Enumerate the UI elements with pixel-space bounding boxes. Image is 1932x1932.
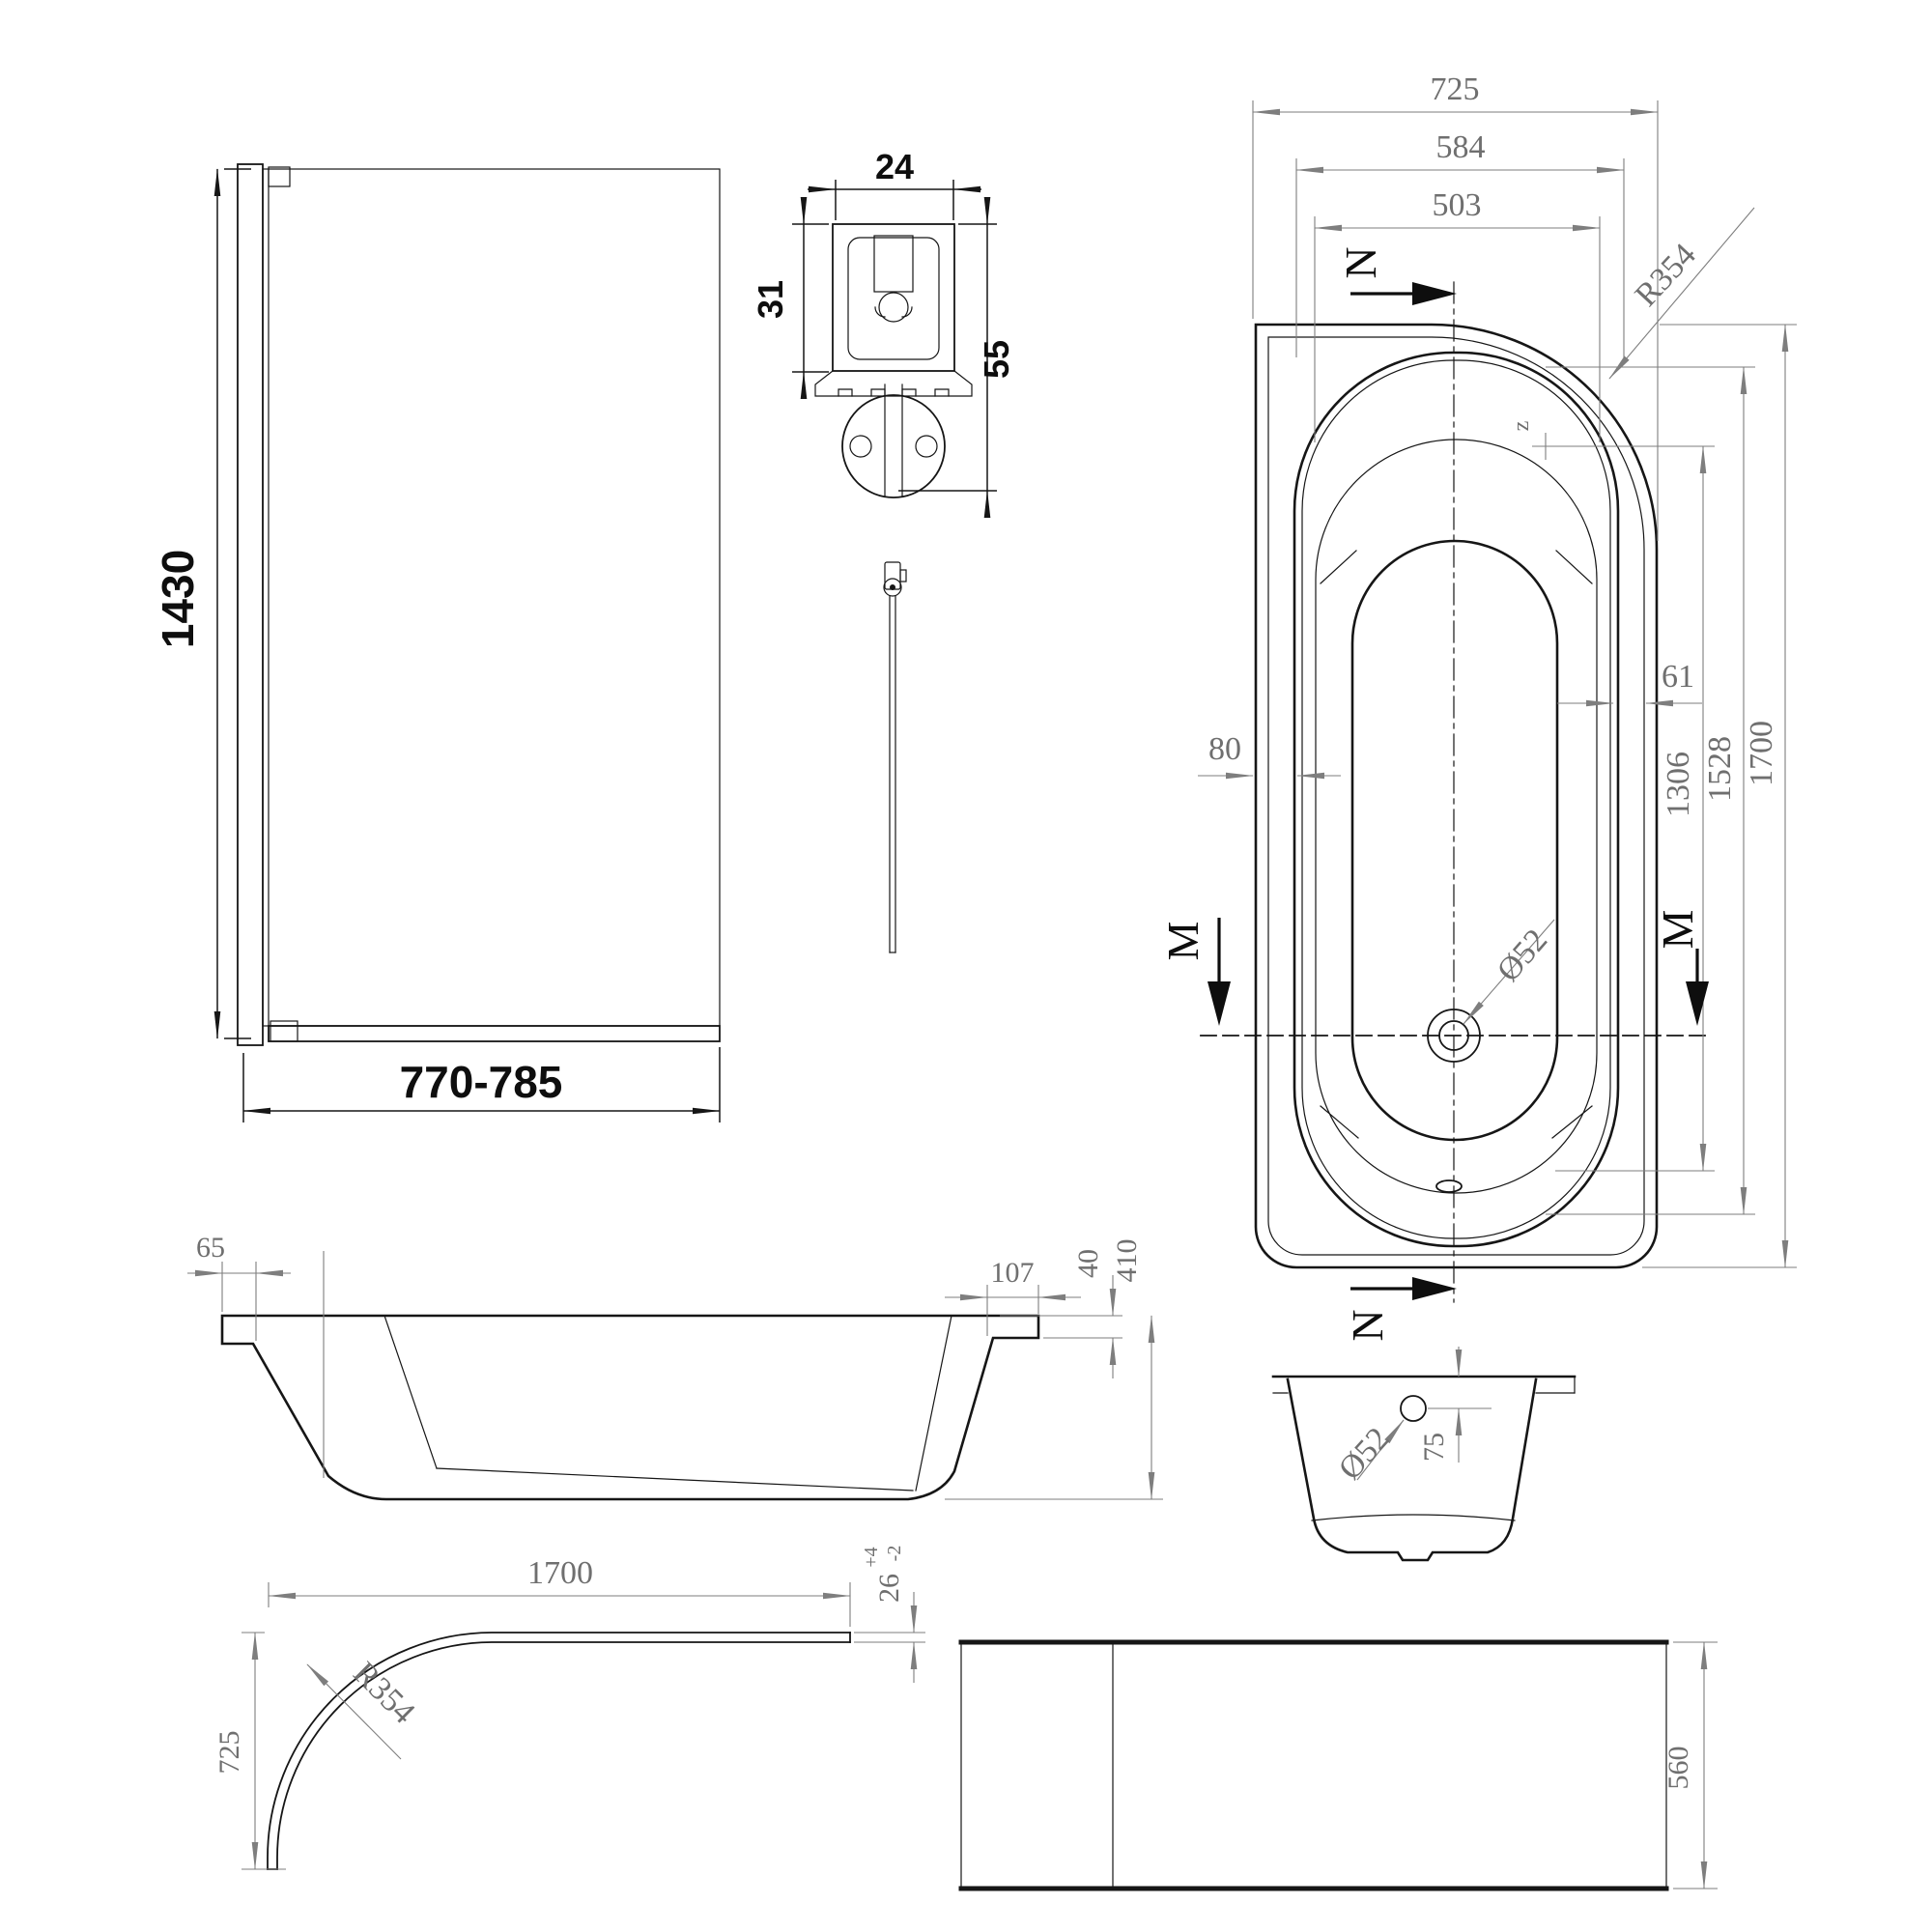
profile-width-label: 24 — [875, 147, 914, 186]
curved-panel-view: 1700 R354 725 26 +4 -2 — [213, 1546, 925, 1870]
profile-glass-depth-label: 31 — [751, 280, 790, 319]
plan-width-label: 725 — [1431, 71, 1480, 107]
plan-length-label: 1700 — [1744, 721, 1779, 786]
bath-plan-view: 725 584 503 R354 80 61 1306 1528 1700 — [1158, 71, 1797, 1342]
profile-detail-view: 24 31 55 — [751, 147, 1016, 518]
plan-opening-width-label: 503 — [1433, 187, 1482, 223]
screen-height-label: 1430 — [153, 550, 203, 648]
section-m-left-label: M — [1158, 922, 1208, 961]
panel-length-label: 1700 — [527, 1555, 593, 1591]
plan-wall-left-label: 80 — [1208, 731, 1241, 767]
end-overflow-label: Ø52 — [1332, 1421, 1397, 1487]
panel-tolerance-minus-label: -2 — [884, 1546, 905, 1562]
bath-side-view: 65 107 40 410 — [187, 1232, 1163, 1501]
stabilizer-rod — [883, 561, 907, 953]
screen-front-view: 1430 770-785 — [153, 163, 721, 1122]
front-panel-view: 560 — [958, 1639, 1718, 1891]
plan-floor-length-label: 1306 — [1661, 752, 1696, 817]
panel-tolerance-plus-label: +4 — [861, 1547, 882, 1567]
panel-radius-label: R354 — [346, 1655, 421, 1730]
profile-height-label: 55 — [977, 340, 1016, 379]
end-overflow-depth-label: 75 — [1418, 1433, 1450, 1462]
plan-rim-width-label: 584 — [1436, 129, 1486, 165]
panel-thickness-label: 26 — [873, 1574, 905, 1603]
section-n-top-label: N — [1336, 246, 1385, 278]
front-panel-height-label: 560 — [1662, 1747, 1694, 1790]
plan-radius-label: R354 — [1629, 237, 1703, 313]
side-overhang-label: 65 — [196, 1232, 225, 1264]
plan-drain-label: Ø52 — [1491, 923, 1554, 988]
side-rim-label: 40 — [1072, 1249, 1104, 1278]
panel-width-label: 725 — [213, 1731, 245, 1775]
plan-wall-right-label: 61 — [1662, 659, 1694, 695]
plan-detail-z-label: z — [1509, 421, 1534, 432]
screen-width-label: 770-785 — [400, 1057, 563, 1107]
side-ledge-label: 107 — [991, 1257, 1035, 1289]
section-n-bottom-label: N — [1343, 1309, 1392, 1341]
bath-end-section-view: Ø52 75 — [1271, 1347, 1577, 1562]
side-height-label: 410 — [1111, 1239, 1143, 1283]
section-m-right-label: M — [1653, 910, 1702, 950]
plan-rim-length-label: 1528 — [1702, 736, 1738, 802]
